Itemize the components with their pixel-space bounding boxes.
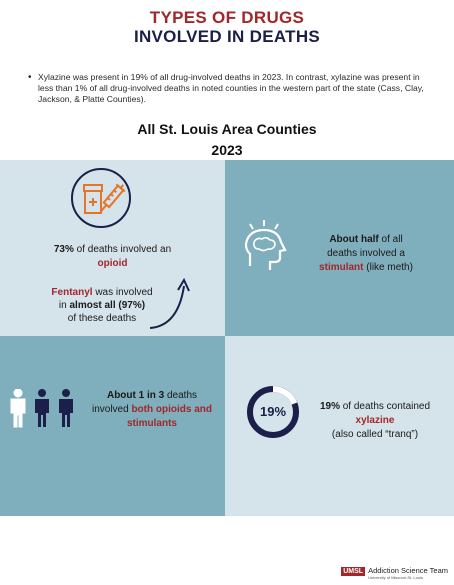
panel-both: About 1 in 3 deaths involved both opioid… xyxy=(0,336,225,516)
stimulant-stat-text: About half of all deaths involved a stim… xyxy=(291,233,441,275)
panel-opioid: 73% of deaths involved an opioid Fentany… xyxy=(0,160,225,336)
both-highlight: both opioids and stimulants xyxy=(126,404,212,429)
pill-bottle-syringe-icon xyxy=(71,168,131,228)
stimulant-text-b: deaths involved a xyxy=(327,248,405,259)
xylazine-stat-text: 19% of deaths contained xylazine (also c… xyxy=(305,400,445,442)
intro-bullet-text: Xylazine was present in 19% of all drug-… xyxy=(38,72,424,105)
logo-sub: University of Missouri-St. Louis xyxy=(368,575,423,580)
both-text-b: involved xyxy=(91,404,132,415)
xylazine-text-b: (also called “tranq”) xyxy=(331,429,419,440)
title-line-2: INVOLVED IN DEATHS xyxy=(133,27,321,46)
logo-mark: UMSL xyxy=(341,567,366,576)
panel-xylazine: 19% 19% of deaths contained xylazine (al… xyxy=(225,336,454,516)
fentanyl-stat-text: Fentanyl was involved in almost all (97%… xyxy=(32,286,172,325)
both-bold: About 1 in 3 xyxy=(106,390,165,401)
panel-stimulant: About half of all deaths involved a stim… xyxy=(225,160,454,336)
curved-arrow-icon xyxy=(149,277,190,329)
xylazine-ring-arc xyxy=(247,386,299,438)
stimulant-text-c: (like meth) xyxy=(363,262,413,273)
both-text-a: deaths xyxy=(164,390,198,401)
section-heading: All St. Louis Area Counties xyxy=(137,121,317,137)
xylazine-percent: 19% xyxy=(319,401,340,412)
opioid-percent: 73% xyxy=(53,244,74,255)
stimulant-bold: About half xyxy=(329,234,379,245)
opioid-text-a: of deaths involved an xyxy=(73,244,172,255)
fentanyl-text-c: of these deaths xyxy=(67,313,137,324)
head-brain-icon xyxy=(244,220,287,270)
fentanyl-bold: almost all (97%) xyxy=(69,300,146,311)
stimulant-highlight: stimulant xyxy=(319,262,364,273)
stimulant-text-a: of all xyxy=(378,234,403,245)
opioid-stat-text: 73% of deaths involved an opioid xyxy=(10,243,215,271)
fentanyl-text-b: in xyxy=(58,300,70,311)
xylazine-ring-chart xyxy=(247,386,299,438)
xylazine-text-a: of deaths contained xyxy=(339,401,431,412)
intro-bullet: • Xylazine was present in 19% of all dru… xyxy=(28,72,430,106)
fentanyl-text-a: was involved xyxy=(92,287,153,298)
xylazine-highlight: xylazine xyxy=(355,415,395,426)
opioid-highlight: opioid xyxy=(97,258,128,269)
footer-logo: UMSL Addiction Science Team University o… xyxy=(341,567,448,580)
both-stat-text: About 1 in 3 deaths involved both opioid… xyxy=(82,389,222,431)
logo-text-block: Addiction Science Team University of Mis… xyxy=(368,566,448,581)
title-line-1: TYPES OF DRUGS xyxy=(149,8,305,27)
xylazine-ring-label: 19% xyxy=(259,404,287,419)
section-year: 2023 xyxy=(211,142,243,158)
logo-text: Addiction Science Team xyxy=(368,566,448,575)
three-people-icon xyxy=(10,389,73,428)
bullet-dot: • xyxy=(28,72,32,83)
fentanyl-highlight: Fentanyl xyxy=(51,287,93,298)
